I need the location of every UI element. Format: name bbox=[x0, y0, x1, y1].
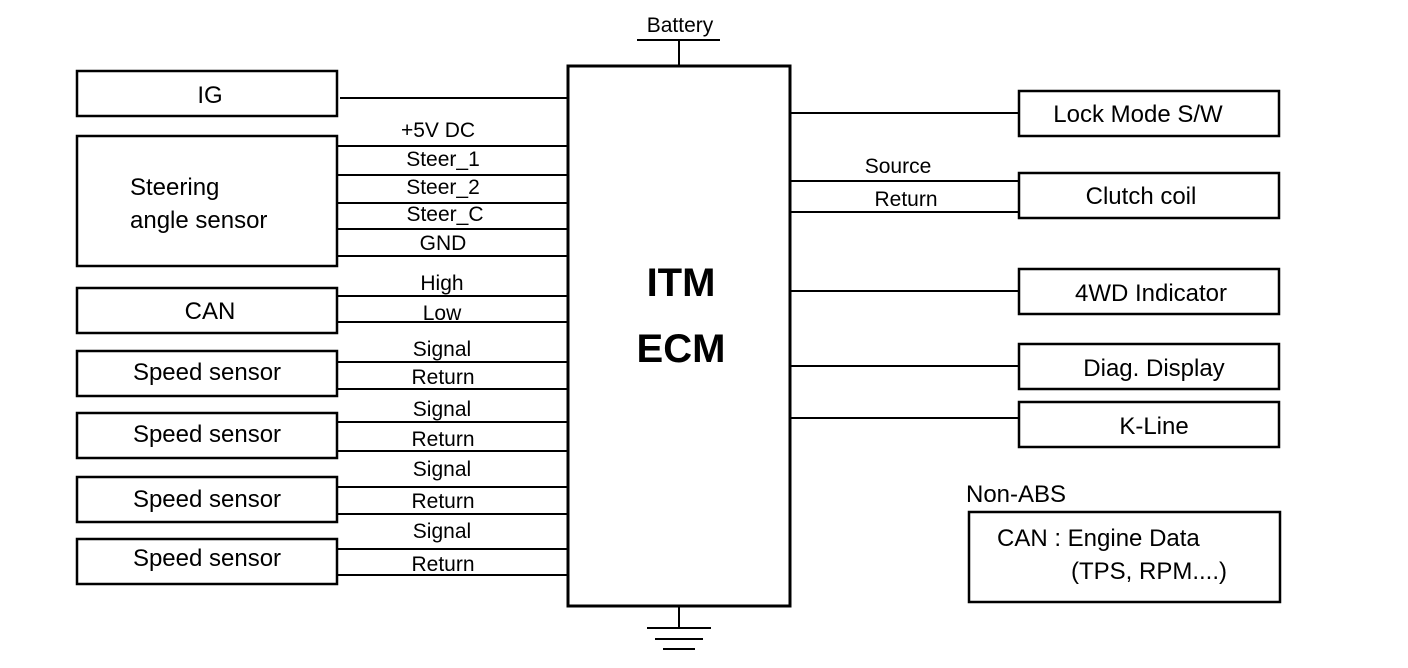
wire-label-gnd: GND bbox=[420, 232, 467, 255]
wire-label-can-high: High bbox=[420, 272, 463, 295]
wire-label-clutch-source: Source bbox=[865, 155, 932, 178]
wire-label-steer-2: Steer_2 bbox=[406, 176, 480, 199]
k-line-label: K-Line bbox=[1119, 413, 1188, 440]
can-label: CAN bbox=[185, 298, 236, 325]
diag-display-box bbox=[1017, 342, 1281, 391]
lock-mode-label: Lock Mode S/W bbox=[1053, 101, 1223, 128]
speed-sensor-box-4 bbox=[75, 537, 339, 586]
ig-label: IG bbox=[197, 82, 222, 109]
non-abs-line1: CAN : Engine Data bbox=[997, 525, 1200, 552]
speed-sensor-box-1 bbox=[75, 349, 339, 398]
speed-sensor-label-3: Speed sensor bbox=[133, 486, 281, 513]
wire-label-speed-2-return: Return bbox=[411, 428, 474, 451]
wire-label-speed-4-signal: Signal bbox=[413, 520, 471, 543]
battery-label: Battery bbox=[647, 14, 714, 37]
ig-box bbox=[75, 69, 339, 118]
non-abs-box bbox=[967, 510, 1282, 604]
non-abs-line2: (TPS, RPM....) bbox=[1071, 558, 1227, 585]
4wd-indicator-box bbox=[1017, 267, 1281, 316]
wire-label-steer-1: Steer_1 bbox=[406, 148, 480, 171]
wire-label-clutch-return: Return bbox=[874, 188, 937, 211]
wire-label-speed-4-return: Return bbox=[411, 553, 474, 576]
ecm-title-ecm: ECM bbox=[637, 327, 726, 371]
speed-sensor-box-3 bbox=[75, 475, 339, 524]
speed-sensor-box-2 bbox=[75, 411, 339, 460]
speed-sensor-label-4: Speed sensor bbox=[133, 545, 281, 572]
wire-label-speed-2-signal: Signal bbox=[413, 398, 471, 421]
lock-mode-switch-box bbox=[1017, 89, 1281, 138]
wire-label-speed-1-signal: Signal bbox=[413, 338, 471, 361]
wire-label-can-low: Low bbox=[423, 302, 462, 325]
wire-label-steer-c: Steer_C bbox=[406, 203, 483, 226]
steering-angle-sensor-box bbox=[75, 134, 339, 268]
ground-icon bbox=[647, 606, 711, 650]
non-abs-title: Non-ABS bbox=[966, 481, 1066, 508]
clutch-coil-box bbox=[1017, 171, 1281, 220]
speed-sensor-label-2: Speed sensor bbox=[133, 421, 281, 448]
can-box bbox=[75, 286, 339, 335]
itm-ecm-block bbox=[566, 64, 792, 608]
steering-label-line1: Steering bbox=[130, 174, 219, 201]
wire-label-speed-3-return: Return bbox=[411, 490, 474, 513]
steering-label-line2: angle sensor bbox=[130, 207, 267, 234]
wire-label-5v-dc: +5V DC bbox=[401, 119, 475, 142]
wire-label-speed-1-return: Return bbox=[411, 366, 474, 389]
4wd-indicator-label: 4WD Indicator bbox=[1075, 280, 1227, 307]
clutch-coil-label: Clutch coil bbox=[1086, 183, 1197, 210]
wire-label-speed-3-signal: Signal bbox=[413, 458, 471, 481]
ecm-title-itm: ITM bbox=[647, 261, 716, 305]
speed-sensor-label-1: Speed sensor bbox=[133, 359, 281, 386]
diag-display-label: Diag. Display bbox=[1083, 355, 1224, 382]
k-line-box bbox=[1017, 400, 1281, 449]
